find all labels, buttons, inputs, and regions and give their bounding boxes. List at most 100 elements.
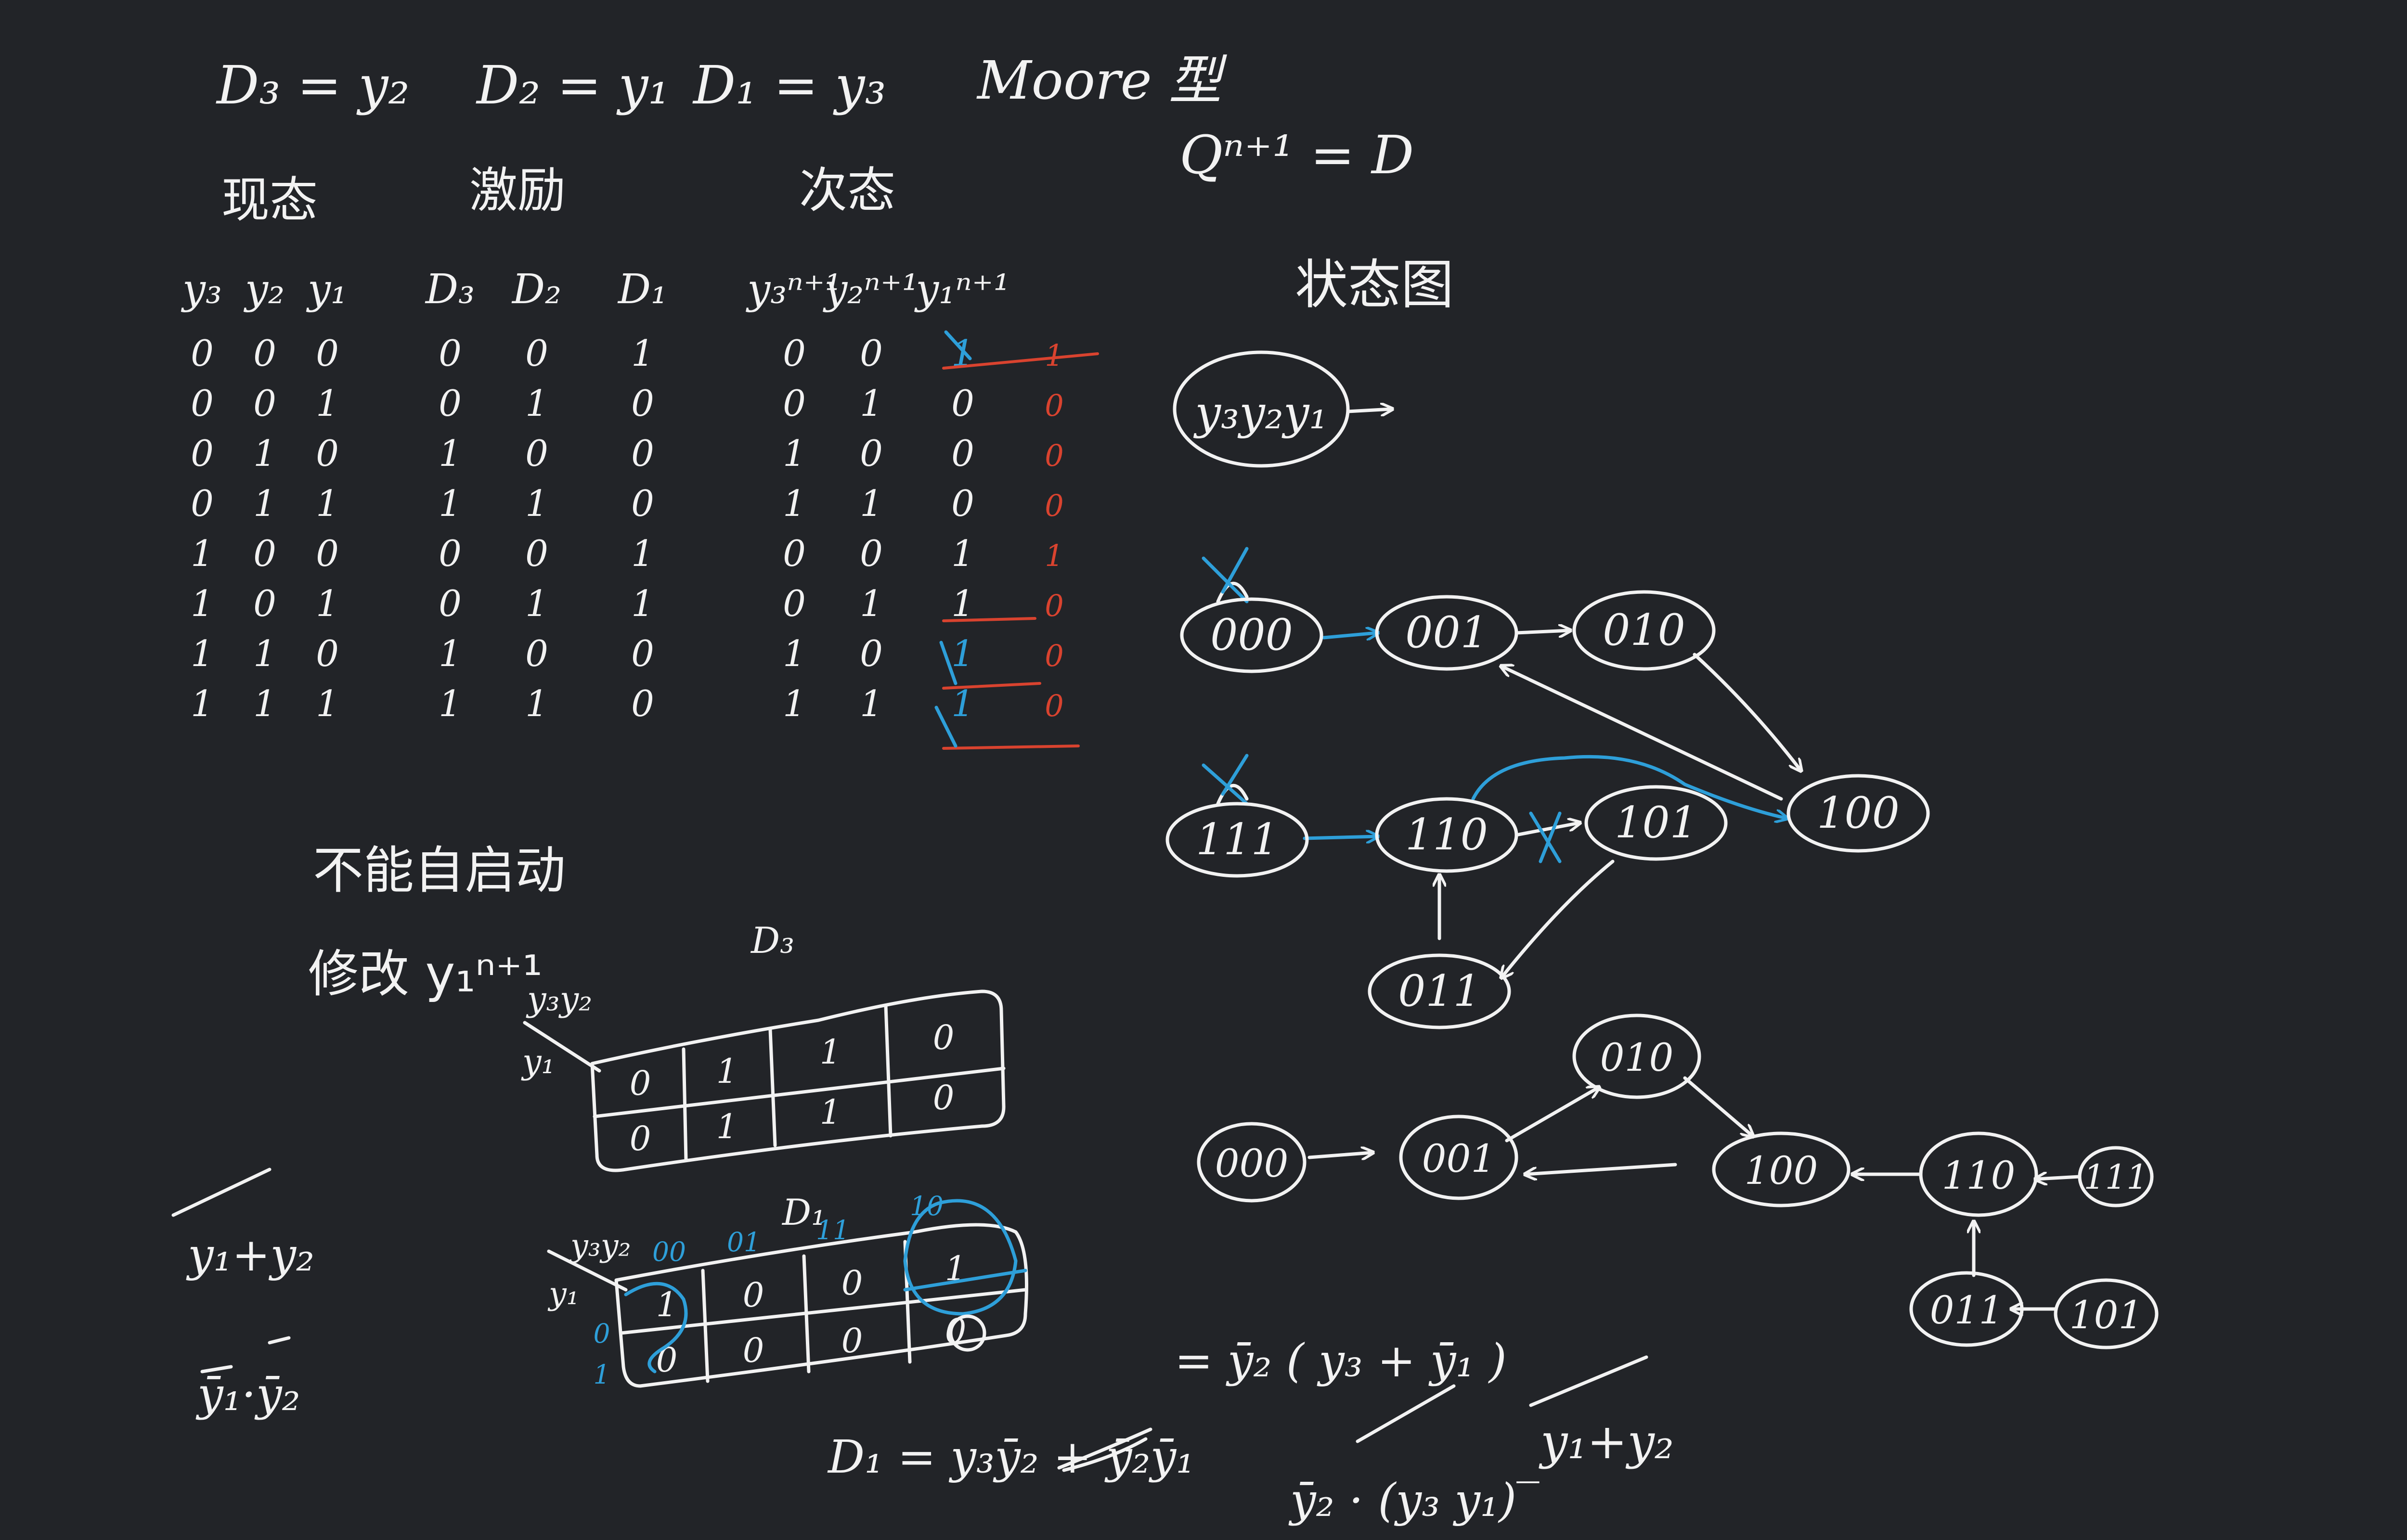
kmap-d3-cell: 1 <box>820 1032 841 1072</box>
table-cell: 0 <box>631 682 654 725</box>
kmap-d3-cell: 0 <box>630 1119 651 1158</box>
kmap-d1-col-header: 01 <box>727 1227 761 1258</box>
svg-text:110: 110 <box>1405 809 1488 860</box>
table-cell: 0 <box>439 382 462 424</box>
group-next-state: 次态 <box>799 162 895 218</box>
table-header: y₃ⁿ⁺¹ <box>745 266 841 313</box>
kmap-d3-cell: 1 <box>820 1092 841 1132</box>
svg-text:000: 000 <box>1215 1141 1289 1186</box>
table-cell: 1 <box>316 682 339 725</box>
final-node-010: 010 <box>1572 1014 1701 1099</box>
note-modify-y1: 修改 y₁ⁿ⁺¹ <box>308 945 543 1003</box>
state-node-100: 100 <box>1786 774 1930 853</box>
table-cell: 0 <box>525 432 548 475</box>
corrected-y1-cell: 1 <box>1045 338 1063 373</box>
table-cell: 1 <box>253 682 276 725</box>
kmap-d1-cell: 0 <box>841 1263 863 1303</box>
legend-state-node: y₃y₂y₁ <box>1173 350 1391 468</box>
table-cell: 1 <box>525 582 548 625</box>
equation-d1: D₁ = y₃ <box>692 54 886 116</box>
table-cell: 1 <box>525 482 548 525</box>
table-cell: 1 <box>525 682 548 725</box>
table-cell: 1 <box>253 432 276 475</box>
table-cell: 0 <box>253 382 276 424</box>
group-excitation: 激励 <box>469 162 566 218</box>
equations-row: D₃ = y₂ D₂ = y₁ D₁ = y₃ Moore 型 Qⁿ⁺¹ = D <box>216 50 1414 186</box>
final-node-000: 000 <box>1197 1122 1307 1203</box>
table-cell: 0 <box>191 382 214 424</box>
table-cell: 0 <box>439 582 462 625</box>
table-cell: 1 <box>631 532 654 575</box>
table-cell: 0 <box>525 332 548 374</box>
svg-text:010: 010 <box>1600 1035 1674 1080</box>
kmap-d3-col-var: y₃y₂ <box>526 979 592 1019</box>
formula-nand: ȳ₂ · (y₃ y₁)‾ <box>1288 1474 1540 1527</box>
table-cell: 0 <box>951 482 974 525</box>
table-corrections <box>934 330 1099 750</box>
table-cell: 1 <box>783 432 806 475</box>
svg-text:100: 100 <box>1745 1148 1818 1193</box>
corrected-y1-cell: 0 <box>1045 438 1063 473</box>
table-cell: 1 <box>951 582 974 625</box>
table-cell: 1 <box>860 682 883 725</box>
table-cell: 1 <box>860 382 883 424</box>
kmap-d3-row-var: y₁ <box>521 1042 555 1081</box>
table-cell: 0 <box>631 632 654 675</box>
table-cell: 1 <box>191 582 214 625</box>
table-cell: 1 <box>316 382 339 424</box>
kmap-d1-cell: 0 <box>743 1275 764 1315</box>
table-cell: 1 <box>439 482 462 525</box>
svg-text:010: 010 <box>1603 605 1685 655</box>
moore-label: Moore 型 <box>976 50 1228 111</box>
kmap-d3-cell: 0 <box>933 1018 955 1057</box>
kmap-d1-col-header: 10 <box>910 1191 944 1221</box>
table-cell: 0 <box>525 532 548 575</box>
svg-text:001: 001 <box>1405 607 1488 658</box>
table-cell: 0 <box>631 432 654 475</box>
table-cell: 0 <box>951 432 974 475</box>
table-cell: 1 <box>191 682 214 725</box>
table-cell: 1 <box>631 582 654 625</box>
table-cell: 0 <box>253 332 276 374</box>
svg-text:000: 000 <box>1210 610 1293 660</box>
formula-y1-plus-y2: y₁+y₂ <box>1539 1413 1674 1470</box>
final-node-100: 100 <box>1712 1131 1851 1207</box>
kmap-d1-col-header: 00 <box>652 1236 686 1267</box>
kmap-d1-col-header: 11 <box>816 1215 850 1245</box>
corrected-y1-cell: 0 <box>1045 688 1063 723</box>
final-node-110: 110 <box>1919 1131 2038 1217</box>
table-cell: 0 <box>439 532 462 575</box>
table-cell: 1 <box>951 682 974 725</box>
corrected-y1-cell: 0 <box>1045 488 1063 523</box>
table-cell: 0 <box>783 582 806 625</box>
formula-d1: D₁ = y₃ȳ₂ + ȳ₂ȳ₁ <box>827 1431 1194 1484</box>
table-header: D₂ <box>511 266 561 313</box>
corrected-y1-cell: 0 <box>1045 588 1063 623</box>
svg-text:111: 111 <box>1196 814 1279 865</box>
table-cell: 0 <box>316 632 339 675</box>
table-cell: 0 <box>631 482 654 525</box>
svg-text:101: 101 <box>1615 797 1697 848</box>
kmap-d1-row-var: y₁ <box>547 1276 579 1312</box>
table-cell: 0 <box>783 382 806 424</box>
state-diagram-title: 状态图 <box>1295 254 1454 316</box>
group-present-state: 现态 <box>221 172 318 228</box>
kmap-d1-row-header: 0 <box>594 1318 610 1349</box>
table-cell: 0 <box>783 532 806 575</box>
table-cell: 1 <box>253 632 276 675</box>
table-cell: 1 <box>191 532 214 575</box>
state-diagram-original: 000 001 010 100 111 110 101 011 <box>1165 547 1930 1029</box>
table-header: D₁ <box>617 266 667 313</box>
corrected-y1-cell: 0 <box>1045 388 1063 423</box>
final-node-011: 011 <box>1909 1271 2024 1347</box>
state-node-110: 110 <box>1375 797 1518 873</box>
table-cell: 0 <box>253 582 276 625</box>
table-header: D₃ <box>425 266 475 313</box>
table-cell: 0 <box>316 432 339 475</box>
table-cell: 1 <box>783 682 806 725</box>
table-cell: 0 <box>951 382 974 424</box>
kmap-d3-cell: 0 <box>933 1078 955 1117</box>
table-cell: 1 <box>951 532 974 575</box>
